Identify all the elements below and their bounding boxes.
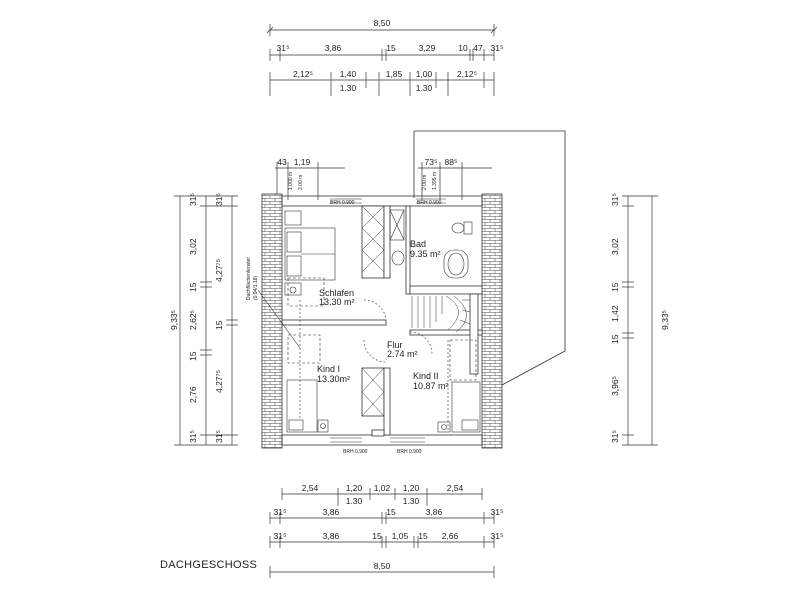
brh-label: BRH 0.900 — [330, 200, 355, 206]
dim-label: 3,29 — [419, 43, 436, 53]
dim-label: 31⁵ — [188, 193, 198, 206]
plan-title: DACHGESCHOSS — [160, 559, 257, 571]
dim-right-outer: 31⁵ 3,02 15 1,42 15 3,96⁵ 31⁵ — [610, 193, 620, 443]
dim-label: 1,05 — [392, 531, 409, 541]
dim-label: 2,54 — [447, 483, 464, 493]
dim-label: 3,86 — [325, 43, 342, 53]
dim-label: 15 — [386, 507, 396, 517]
dim-label: 47 — [473, 43, 483, 53]
dim-label: 43 — [277, 157, 287, 167]
brh-label: BRH 0.900 — [417, 200, 442, 206]
dim-label: 15 — [372, 531, 382, 541]
dim-label: 15 — [188, 282, 198, 292]
dim-label: 3,86 — [323, 507, 340, 517]
dim-label: 1,20 — [346, 483, 363, 493]
dim-label: 15 — [610, 282, 620, 292]
dim-label: 1.30 — [346, 496, 363, 506]
room-labels: Schlafen 13.30 m² Bad 9.35 m² Flur 2.74 … — [317, 239, 449, 391]
dim-label: 31⁵ — [274, 507, 287, 517]
room-area-bad: 9.35 m² — [410, 249, 441, 259]
room-area-flur: 2.74 m² — [387, 349, 418, 359]
dim-label: 73⁵ — [425, 157, 438, 167]
dim-label: 1,42 — [610, 305, 620, 322]
dim-label: 1.30 — [403, 496, 420, 506]
height-label: 1.395 m — [432, 172, 438, 190]
dim-label: 2,66 — [442, 531, 459, 541]
dim-label: 31⁵ — [491, 531, 504, 541]
dim-label: 1,00 — [416, 69, 433, 79]
dim-bottom-row1: 2,54 1,20 1,02 1,20 2,54 1.30 1.30 — [302, 483, 464, 506]
room-name-bad: Bad — [410, 239, 426, 249]
dim-label: 4,27⁷⁵ — [214, 370, 224, 393]
furniture — [257, 209, 481, 433]
dim-label: 15 — [188, 351, 198, 361]
brh-label: BRH 0.900 — [343, 449, 368, 455]
dim-label: 31⁵ — [491, 43, 504, 53]
dim-label: 15 — [386, 43, 396, 53]
dim-label: 31⁵ — [277, 43, 290, 53]
dim-bottom-row2: 31⁵ 3,86 15 3,86 31⁵ — [274, 507, 504, 517]
bottom-dimensions — [269, 488, 495, 578]
room-area-schlafen: 13.30 m² — [319, 297, 355, 307]
dim-label: 4,27⁷⁵ — [214, 259, 224, 282]
brh-label: BRH 0.900 — [397, 449, 422, 455]
dim-top-row2: 31⁵ 3,86 15 3,29 10 47 31⁵ — [277, 43, 504, 53]
dim-label: 3,02 — [188, 238, 198, 255]
dim-label: 2,54 — [302, 483, 319, 493]
dim-label: 10 — [458, 43, 468, 53]
dim-label: 1.30 — [340, 83, 357, 93]
dim-bottom-row3: 31⁵ 3,86 15 1,05 15 2,66 31⁵ — [274, 531, 504, 541]
room-name-kind2: Kind II — [413, 371, 439, 381]
height-label: 2.00 m — [298, 175, 304, 190]
dim-top-total: 8,50 — [374, 18, 391, 28]
room-name-flur: Flur — [387, 340, 403, 350]
skylight-size: (0.94/1.18) — [253, 275, 259, 300]
dim-label: 31⁵ — [610, 430, 620, 443]
dim-label: 31⁵ — [214, 430, 224, 443]
top-dimensions — [266, 24, 498, 200]
dim-label: 15 — [418, 531, 428, 541]
dim-label: 2,76 — [188, 386, 198, 403]
height-label: 1.000 m — [288, 172, 294, 190]
right-dimensions — [622, 195, 658, 446]
skylight-label: Dachflächenfenster — [246, 257, 252, 300]
dim-label: 31⁵ — [491, 507, 504, 517]
dim-label: 31⁵ — [610, 193, 620, 206]
dim-label: 1,02 — [374, 483, 391, 493]
height-label: 2.00 m — [422, 175, 428, 190]
dim-label: 31⁵ — [188, 430, 198, 443]
room-name-schlafen: Schlafen — [319, 288, 354, 298]
dim-left-inner: 31⁵ 4,27⁷⁵ 15 4,27⁷⁵ 31⁵ — [214, 193, 224, 443]
dim-label: 3,86 — [323, 531, 340, 541]
dim-label: 31⁵ — [214, 193, 224, 206]
dim-label: 3,86 — [426, 507, 443, 517]
dim-label: 1,40 — [340, 69, 357, 79]
dim-label: 15 — [610, 334, 620, 344]
dim-top-row3: 2,12⁵ 1,40 1,85 1,00 2,12⁵ 1.30 1.30 — [293, 69, 477, 93]
dim-label: 1,19 — [294, 157, 311, 167]
dim-bottom-total: 8,50 — [374, 561, 391, 571]
dim-right-total: 9,33⁵ — [660, 310, 670, 330]
dim-label: 3,02 — [610, 238, 620, 255]
room-area-kind1: 13.30m² — [317, 374, 350, 384]
room-area-kind2: 10.87 m² — [413, 381, 449, 391]
left-dimensions — [174, 195, 238, 446]
dim-label: 88⁵ — [445, 157, 458, 167]
dim-label: 2,12⁵ — [457, 69, 477, 79]
dim-label: 1.30 — [416, 83, 433, 93]
dim-left-outer: 31⁵ 3,02 15 2,62⁵ 15 2,76 31⁵ — [188, 193, 198, 443]
dim-label: 3,96⁵ — [610, 376, 620, 396]
dim-label: 1,85 — [386, 69, 403, 79]
dim-label: 2,12⁵ — [293, 69, 313, 79]
dim-label: 2,62⁵ — [188, 310, 198, 330]
walls — [261, 193, 503, 449]
room-name-kind1: Kind I — [317, 364, 340, 374]
dim-label: 15 — [214, 320, 224, 330]
dim-label: 1,20 — [403, 483, 420, 493]
dim-label: 31⁵ — [274, 531, 287, 541]
dim-left-total: 9,33⁵ — [169, 310, 179, 330]
dormer-outline — [414, 130, 566, 386]
